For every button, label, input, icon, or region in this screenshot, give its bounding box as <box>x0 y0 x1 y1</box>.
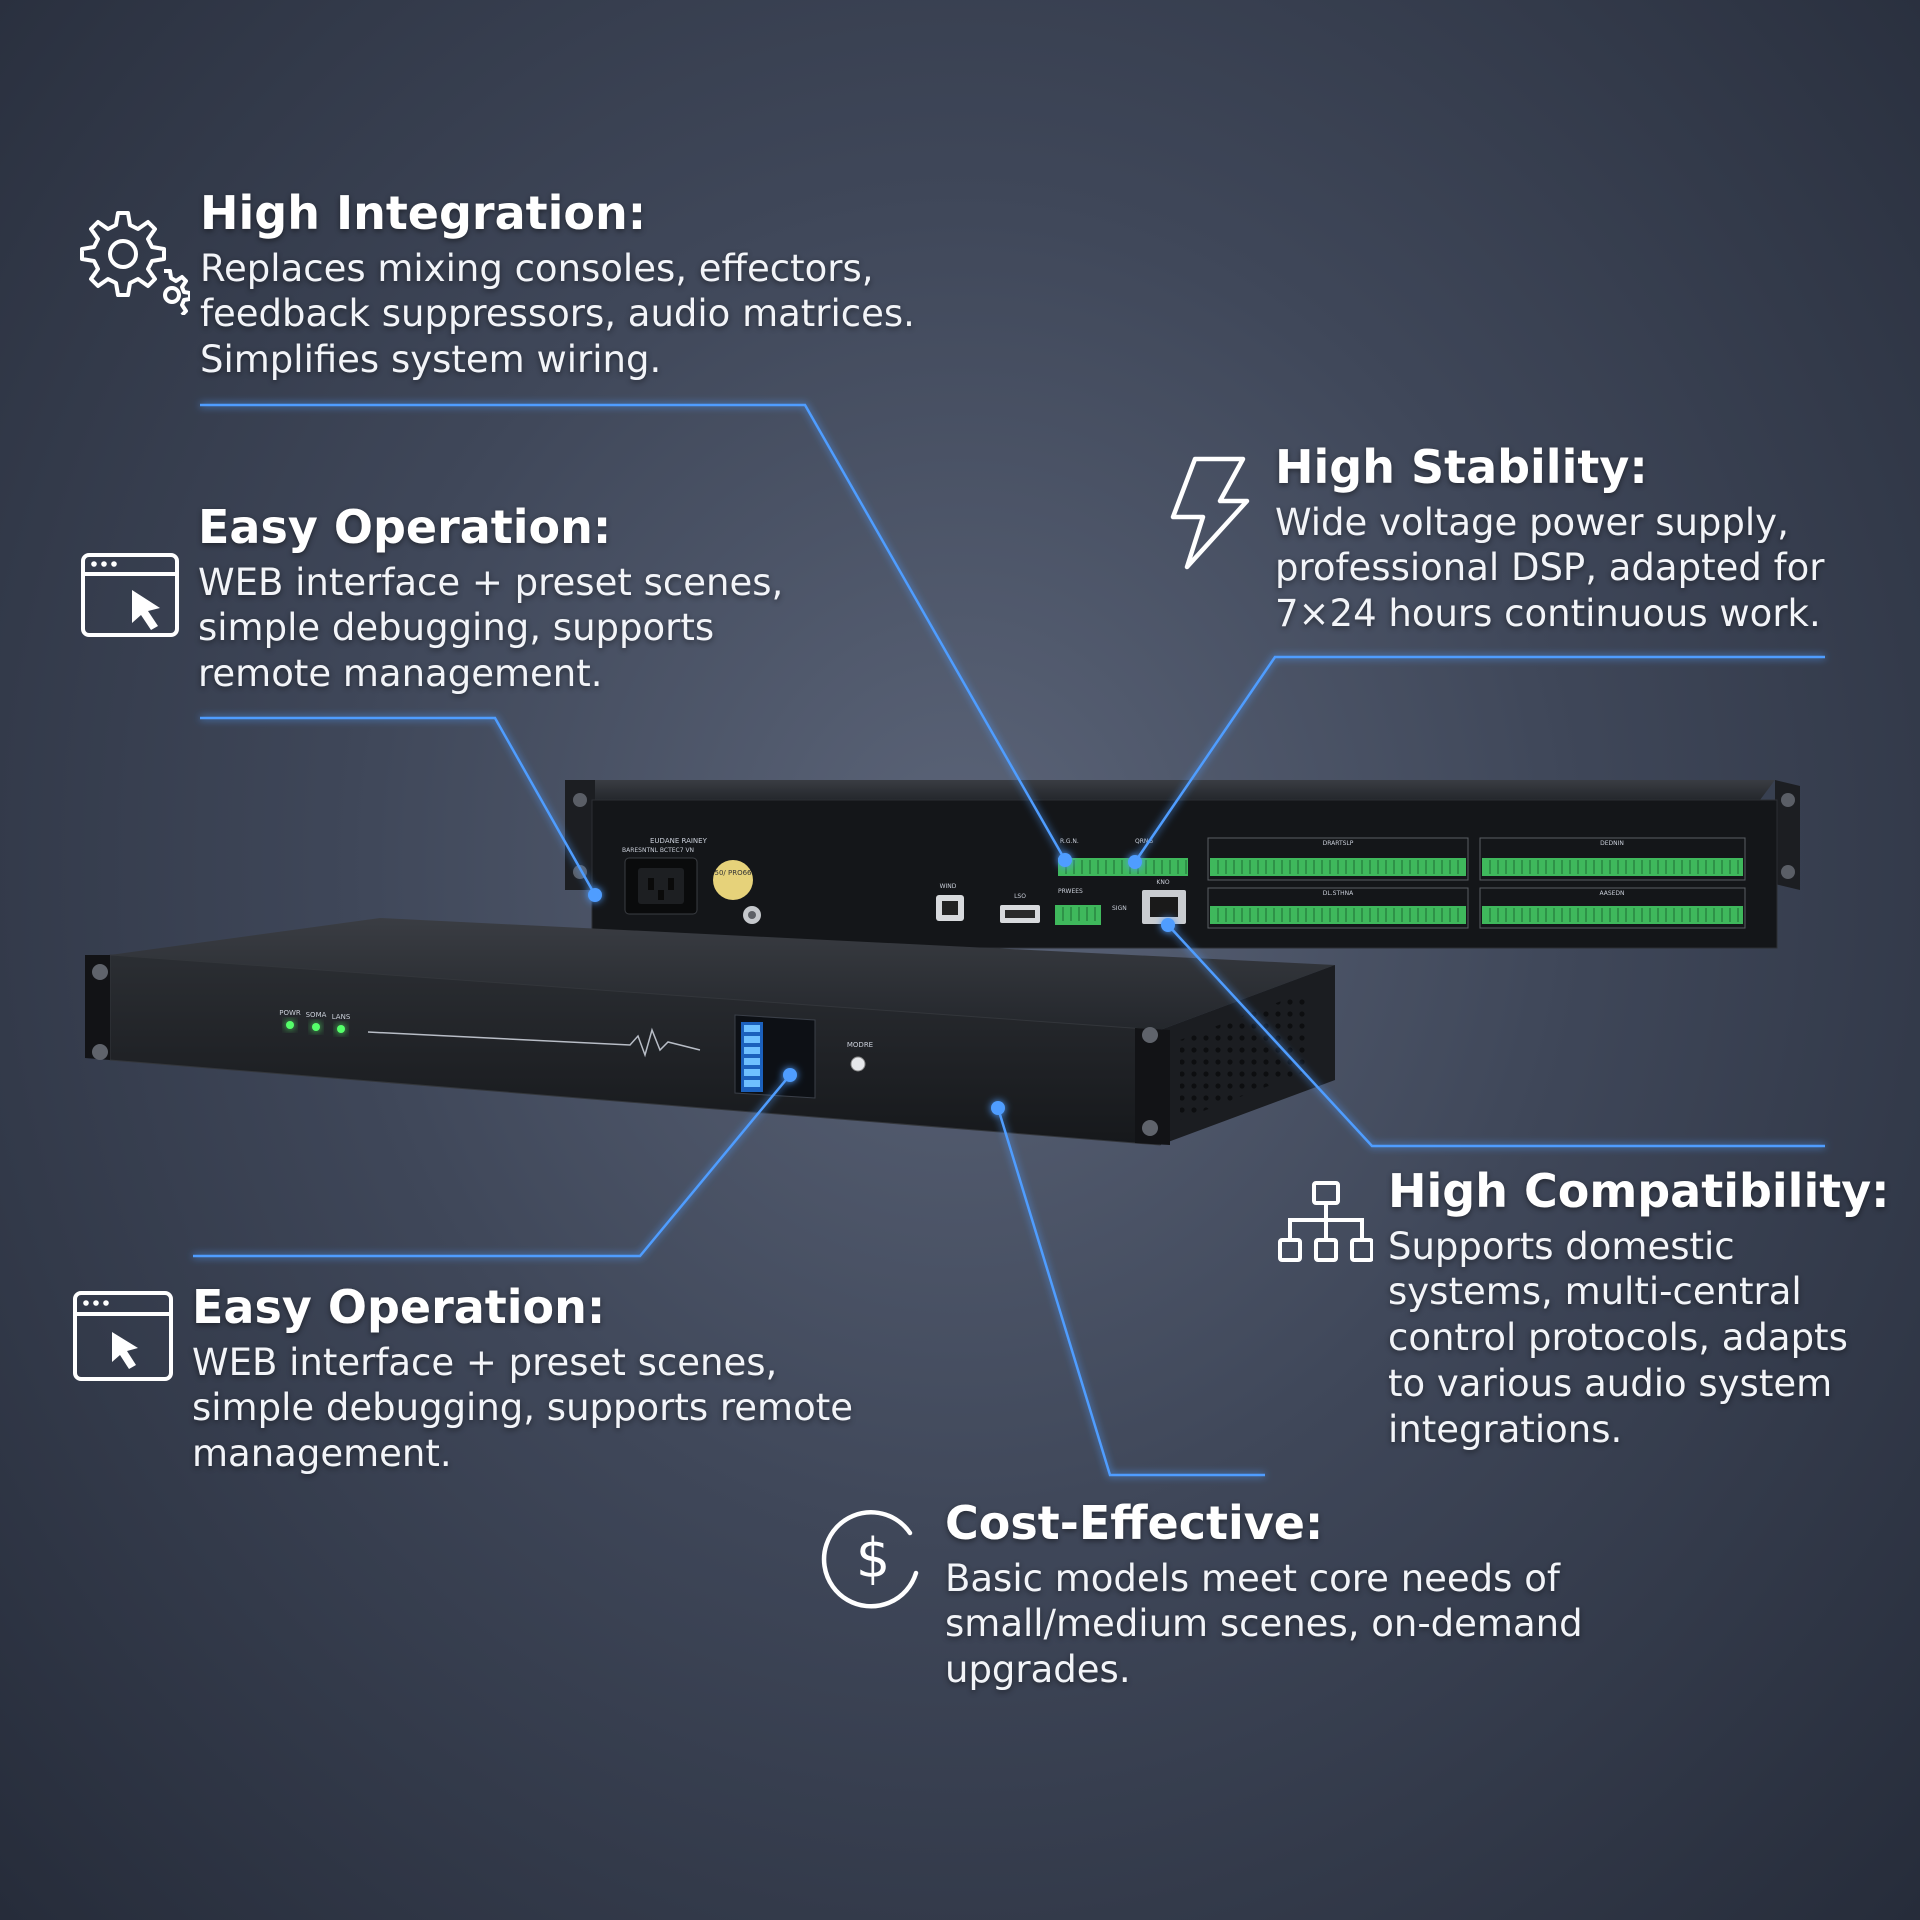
fuse-badge: 50/ PRO66 <box>715 869 753 877</box>
aux-block-label: PRWEES <box>1058 888 1083 895</box>
connector-integration <box>200 403 1067 861</box>
gears-icon <box>80 211 190 315</box>
callout-easy-operation-top: Easy Operation: WEB interface + preset s… <box>198 500 998 697</box>
callout-connectors <box>193 403 1825 1477</box>
callout-title: Easy Operation: <box>198 500 612 554</box>
callout-line: simple debugging, supports <box>198 606 715 650</box>
callout-easy-operation-bottom: Easy Operation: WEB interface + preset s… <box>192 1280 1092 1477</box>
level-meter-segment <box>744 1047 760 1054</box>
signal-led <box>312 1023 320 1031</box>
led-label-soma: SOMA <box>306 1011 327 1019</box>
callout-line: professional DSP, adapted for <box>1275 546 1825 590</box>
status-leds: POWR SOMA LANS <box>279 1009 351 1033</box>
usb-a-label: LSO <box>1014 893 1026 900</box>
level-meter-segment <box>744 1080 760 1087</box>
callout-line: 7×24 hours continuous work. <box>1275 592 1821 636</box>
callout-line: small/medium scenes, on-demand <box>945 1602 1583 1646</box>
rear-label-sub-left: BARESNTNL BCTEC7 VN <box>622 847 694 854</box>
lightning-icon <box>1170 456 1250 570</box>
callout-title: Easy Operation: <box>192 1280 606 1334</box>
callout-line: control protocols, adapts <box>1388 1316 1848 1360</box>
callout-title: High Integration: <box>200 186 647 240</box>
rear-unit: EUDANE RAINEY BARESNTNL BCTEC7 VN 50/ PR… <box>565 780 1800 949</box>
callout-line: Supports domestic <box>1388 1224 1735 1268</box>
connector-easy-bottom <box>193 1074 791 1258</box>
rear-small-label-2: QRNG <box>1135 838 1153 845</box>
power-led <box>286 1021 294 1029</box>
callout-high-compatibility: High Compatibility: Supports domestic sy… <box>1388 1164 1908 1453</box>
rear-rack-ear-right <box>1775 780 1800 890</box>
usb-a-port: LSO <box>1000 893 1040 923</box>
mode-button[interactable]: MODRE <box>847 1041 873 1072</box>
callout-high-stability: High Stability: Wide voltage power suppl… <box>1275 440 1915 637</box>
network-tree-icon <box>1278 1181 1373 1262</box>
callout-line: Simplifies system wiring. <box>200 338 662 382</box>
connector-stability <box>1133 655 1825 863</box>
callout-title: High Compatibility: <box>1388 1164 1890 1218</box>
aux-label: SIGN <box>1112 905 1127 912</box>
callout-line: remote management. <box>198 652 603 696</box>
dollar-circle-icon: $ <box>821 1510 919 1609</box>
callout-line: Basic models meet core needs of <box>945 1556 1560 1600</box>
rear-label-top-left: EUDANE RAINEY <box>650 837 708 845</box>
front-rack-ear-left <box>85 955 110 1060</box>
ethernet-port: KNO <box>1142 879 1186 924</box>
aux-terminal-block: PRWEES <box>1055 888 1101 925</box>
callout-line: upgrades. <box>945 1648 1131 1692</box>
callout-high-integration: High Integration: Replaces mixing consol… <box>200 186 1100 383</box>
callout-cost-effective: Cost-Effective: Basic models meet core n… <box>945 1496 1745 1693</box>
lan-led <box>337 1025 345 1033</box>
terminal-row2-label-a: DL.STHNA <box>1323 890 1354 897</box>
callout-line: simple debugging, supports remote <box>192 1386 853 1430</box>
callout-line: integrations. <box>1388 1408 1623 1452</box>
fuse-holder: 50/ PRO66 <box>713 860 761 924</box>
led-label-lans: LANS <box>332 1013 351 1021</box>
callout-line: management. <box>192 1432 452 1476</box>
browser-cursor-icon <box>73 1291 173 1381</box>
power-inlet <box>624 857 698 915</box>
front-rack-ear-right <box>1135 1028 1170 1145</box>
level-meter-segment <box>744 1036 760 1043</box>
connector-compatibility <box>1167 924 1825 1148</box>
level-meter-segment <box>744 1025 760 1032</box>
rear-rack-ear-left <box>565 780 595 890</box>
callout-title: Cost-Effective: <box>945 1496 1324 1550</box>
connector-cost <box>996 1107 1265 1477</box>
mode-label: MODRE <box>847 1041 873 1049</box>
terminal-row2-label-b: AASEDN <box>1599 890 1624 897</box>
level-meter-segment <box>744 1058 760 1065</box>
callout-line: systems, multi-central <box>1388 1270 1802 1314</box>
waveform-line <box>367 1027 701 1058</box>
terminal-row1-label-b: DEDNIN <box>1600 840 1624 847</box>
callout-line: Wide voltage power supply, <box>1275 500 1789 544</box>
connector-endpoints <box>588 853 1175 1115</box>
ethernet-label: KNO <box>1156 879 1169 886</box>
callout-line: to various audio system <box>1388 1362 1833 1406</box>
svg-text:$: $ <box>856 1527 890 1590</box>
callout-title: High Stability: <box>1275 440 1648 494</box>
callout-line: Replaces mixing consoles, effectors, <box>200 246 874 290</box>
level-meter-segment <box>744 1069 760 1076</box>
terminal-row1-label-a: DRARTSLP <box>1323 840 1354 847</box>
level-display <box>734 1014 816 1099</box>
usb-b-port: WIND <box>936 883 964 921</box>
browser-cursor-icon <box>81 553 179 637</box>
front-unit: POWR SOMA LANS MODRE <box>85 918 1335 1146</box>
side-vents <box>1180 990 1310 1120</box>
control-terminal-block <box>1058 858 1188 876</box>
led-label-power: POWR <box>279 1009 301 1017</box>
callout-line: WEB interface + preset scenes, <box>198 560 784 604</box>
callout-line: feedback suppressors, audio matrices. <box>200 292 915 336</box>
callout-line: WEB interface + preset scenes, <box>192 1340 778 1384</box>
usb-b-label: WIND <box>940 883 957 890</box>
rear-small-label-1: R.G.N. <box>1060 838 1079 845</box>
connector-easy-top <box>200 716 597 896</box>
